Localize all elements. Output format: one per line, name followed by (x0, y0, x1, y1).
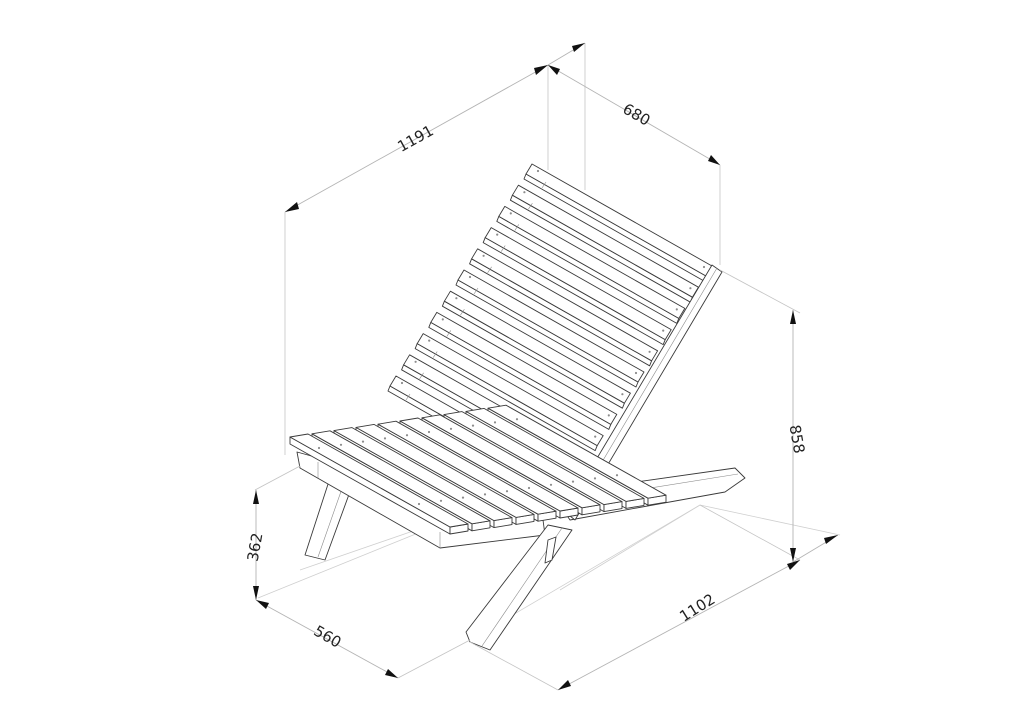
backrest-slat (523, 163, 713, 282)
screw-icon (621, 393, 624, 396)
screw-icon (483, 493, 487, 496)
screw-icon (441, 318, 444, 321)
dimension-858: 858 (699, 269, 839, 563)
screw-icon (461, 496, 465, 499)
screw-icon (493, 421, 497, 424)
dimension-label-858: 858 (786, 423, 809, 454)
dimension-label-1191: 1191 (395, 121, 437, 155)
screw-icon (405, 434, 409, 437)
backrest-slat (455, 269, 645, 388)
screw-icon (339, 443, 343, 446)
front-leg (465, 524, 573, 651)
backrest-slat (428, 311, 618, 430)
backrest-slat (482, 227, 672, 346)
screw-icon (523, 191, 526, 194)
screw-icon (471, 424, 475, 427)
backrest-slat (469, 248, 659, 367)
seat-slat (289, 433, 469, 535)
screw-icon (505, 490, 509, 493)
screw-icon (594, 435, 597, 438)
dimension-label-680: 680 (620, 100, 654, 130)
screw-icon (439, 499, 443, 502)
screw-icon (383, 437, 387, 440)
dimension-560: 560 (255, 599, 471, 679)
screw-icon (607, 414, 610, 417)
screw-icon (400, 381, 404, 385)
dimension-label-362: 362 (244, 531, 267, 562)
dimension-label-560: 560 (311, 622, 345, 652)
dimension-label-1102: 1102 (676, 590, 718, 626)
screw-icon (482, 254, 485, 257)
screw-icon (634, 371, 638, 375)
screw-icon (527, 486, 531, 490)
screw-icon (515, 418, 519, 421)
backrest-slat (496, 205, 686, 324)
backrest-slat (441, 290, 631, 409)
screw-icon (549, 483, 553, 486)
dimension-362: 362 (244, 465, 301, 600)
screw-icon (615, 474, 619, 477)
screw-icon (689, 287, 692, 290)
screw-icon (702, 265, 706, 269)
screw-icon (414, 360, 417, 363)
screw-icon (317, 446, 321, 450)
screw-icon (571, 480, 575, 483)
screw-icon (648, 350, 651, 353)
screw-icon (428, 339, 431, 342)
screw-icon (662, 329, 665, 332)
screw-icon (509, 212, 512, 215)
screw-icon (468, 275, 472, 279)
screw-icon (593, 477, 597, 480)
screw-icon (417, 502, 421, 506)
screw-icon (536, 169, 540, 173)
screw-icon (449, 427, 453, 430)
backrest-slat (414, 333, 604, 452)
screw-icon (427, 430, 431, 434)
screw-icon (361, 440, 365, 443)
screw-icon (675, 308, 678, 311)
seat-slats (289, 404, 667, 535)
screw-icon (496, 233, 499, 236)
screw-icon (455, 297, 458, 300)
